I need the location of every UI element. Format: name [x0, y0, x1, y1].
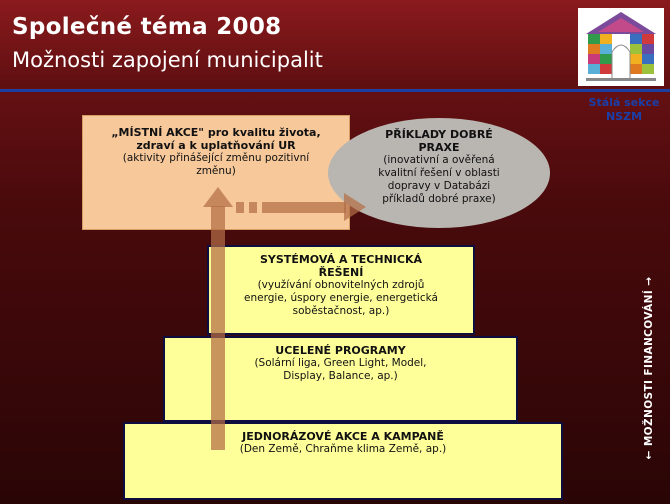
tier-system-title-line2: ŘEŠENÍ: [318, 266, 364, 279]
up-arrow-head: [203, 187, 233, 207]
good-practice-desc-line2: kvalitní řešení v oblasti: [378, 167, 500, 179]
house-logo-icon: [586, 12, 656, 81]
slide-subtitle: Možnosti zapojení municipalit: [12, 48, 323, 72]
section-tag: Stálá sekce NSZM: [581, 96, 667, 124]
tier-programs-desc-line2: Display, Balance, ap.): [283, 370, 398, 382]
local-action-box: „MÍSTNÍ AKCE" pro kvalitu života, zdraví…: [82, 115, 350, 230]
tier-programs-title: UCELENÉ PROGRAMY: [275, 344, 406, 357]
nszm-logo: [578, 8, 664, 86]
financing-axis-text: ← MOŽNOSTI FINANCOVÁNÍ →: [643, 276, 655, 460]
section-tag-line1: Stálá sekce: [588, 96, 660, 109]
tier-programs-desc-line1: (Solární liga, Green Light, Model,: [254, 357, 427, 369]
title-rule: [0, 89, 670, 92]
local-action-title-line2: zdraví a k uplatňování UR: [136, 139, 296, 152]
slide-title: Společné téma 2008: [12, 14, 282, 40]
title-band: [0, 0, 670, 88]
good-practice-desc-line4: příkladů dobré praxe): [382, 193, 496, 205]
right-arrow-dash: [249, 202, 257, 213]
good-practice-title-line1: PŘÍKLADY DOBRÉ: [385, 128, 493, 141]
tier-campaigns: JEDNORÁZOVÉ AKCE A KAMPANĚ (Den Země, Ch…: [123, 422, 563, 500]
tier-system-solutions: SYSTÉMOVÁ A TECHNICKÁ ŘEŠENÍ (využívání …: [207, 245, 475, 335]
good-practice-desc-line3: dopravy v Databázi: [387, 180, 491, 192]
good-practice-desc-line1: (inovativní a ověřená: [383, 154, 495, 166]
local-action-title-line1: „MÍSTNÍ AKCE" pro kvalitu života,: [111, 126, 321, 139]
tier-system-desc-line1: (využívání obnovitelných zdrojů: [257, 279, 425, 291]
local-action-desc-line1: (aktivity přinášející změnu pozitivní: [122, 152, 310, 164]
good-practice-text: PŘÍKLADY DOBRÉ PRAXE (inovativní a ověře…: [352, 128, 526, 206]
right-arrow-shaft: [262, 202, 346, 213]
good-practice-title-line2: PRAXE: [418, 141, 460, 154]
section-tag-line2: NSZM: [605, 110, 643, 123]
tier-system-title-line1: SYSTÉMOVÁ A TECHNICKÁ: [260, 253, 422, 266]
right-arrow-dash: [236, 202, 244, 213]
tier-system-desc-line3: soběstačnost, ap.): [292, 305, 390, 317]
local-action-desc-line2: změnu): [196, 165, 236, 177]
tier-system-desc-line2: energie, úspory energie, energetická: [244, 292, 438, 304]
up-arrow-shaft: [211, 206, 225, 450]
tier-campaigns-desc-line1: (Den Země, Chraňme klima Země, ap.): [239, 443, 447, 455]
right-arrow-head: [344, 193, 366, 221]
tier-campaigns-title: JEDNORÁZOVÉ AKCE A KAMPANĚ: [242, 430, 444, 443]
